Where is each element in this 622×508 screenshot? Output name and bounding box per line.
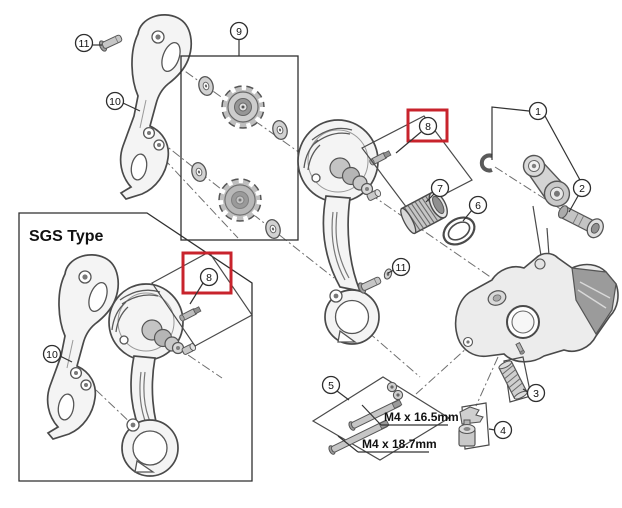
callout-6: 6	[468, 195, 488, 215]
callout-2: 2	[572, 178, 592, 198]
svg-text:5: 5	[328, 380, 334, 392]
part-7-spring	[400, 191, 448, 235]
svg-text:M4 x 16.5mm: M4 x 16.5mm	[384, 410, 459, 424]
washer	[196, 74, 216, 98]
bolt-m4x16.5	[348, 399, 403, 431]
svg-text:11: 11	[396, 262, 407, 274]
bolt-size-label-18: M4 x 18.7mm	[337, 435, 437, 453]
guide-pulley	[222, 86, 264, 128]
highlight-box-8-sgs	[181, 251, 233, 295]
svg-text:10: 10	[46, 349, 58, 361]
svg-text:2: 2	[579, 183, 585, 195]
svg-text:4: 4	[500, 425, 506, 437]
callout-10-top: 10	[105, 91, 125, 111]
callout-10-sgs: 10	[42, 344, 62, 364]
svg-text:9: 9	[236, 26, 242, 38]
callout-9: 9	[229, 21, 249, 41]
part-8-frame-sgs	[151, 251, 253, 347]
callout-8-sgs-highlighted: 8	[199, 267, 219, 287]
sgs-type-box: SGS Type	[18, 212, 253, 482]
part-5-bolt-unit: M4 x 16.5mm M4 x 18.7mm	[311, 376, 459, 461]
part-1-bracket-link	[479, 153, 571, 207]
callout-4: 4	[493, 420, 513, 440]
svg-text:8: 8	[425, 121, 431, 133]
callout-8-main-highlighted: 8	[418, 116, 438, 136]
callout-7: 7	[430, 178, 450, 198]
part-4-stopper-unit	[458, 402, 490, 450]
svg-text:10: 10	[109, 96, 121, 108]
svg-text:1: 1	[535, 106, 541, 118]
svg-text:M4 x 18.7mm: M4 x 18.7mm	[362, 437, 437, 451]
callout-11-top: 11	[74, 33, 94, 53]
pulley-axle-boss	[329, 157, 374, 196]
washer	[263, 217, 283, 241]
callout-3: 3	[526, 383, 546, 403]
highlight-box-8-main	[406, 108, 449, 143]
sgs-type-label: SGS Type	[29, 228, 103, 245]
pulley-shade	[225, 185, 255, 215]
svg-text:11: 11	[79, 38, 90, 50]
svg-text:3: 3	[533, 388, 539, 400]
c-clip	[479, 153, 493, 173]
part-9-pulley-assembly	[180, 55, 299, 241]
part-11-bolt-mid	[356, 268, 393, 295]
cable-link-plate	[386, 381, 404, 401]
svg-text:6: 6	[475, 200, 481, 212]
part-11-bolt-top	[97, 32, 124, 53]
washer	[270, 118, 290, 142]
callout-leader-lines	[59, 40, 581, 431]
bolt-m4x18.7	[328, 419, 390, 455]
part-8-frame-main	[361, 115, 473, 213]
bolt-size-label-16: M4 x 16.5mm	[361, 404, 459, 426]
callout-1: 1	[528, 101, 548, 121]
callouts: 11 10 9 8 7 6 11 1	[42, 21, 592, 440]
part-2-mount-bolt	[557, 205, 604, 239]
derailleur-body	[454, 252, 619, 363]
svg-text:8: 8	[206, 272, 212, 284]
part-6-seal-ring	[442, 216, 476, 246]
sgs-outer-plate	[108, 283, 185, 477]
part-10-plate-sgs	[46, 254, 120, 440]
callout-5: 5	[321, 375, 341, 395]
callout-11-mid: 11	[391, 257, 411, 277]
svg-text:7: 7	[437, 183, 443, 195]
gs-outer-plate-assembly	[297, 119, 380, 345]
washer	[189, 160, 209, 184]
